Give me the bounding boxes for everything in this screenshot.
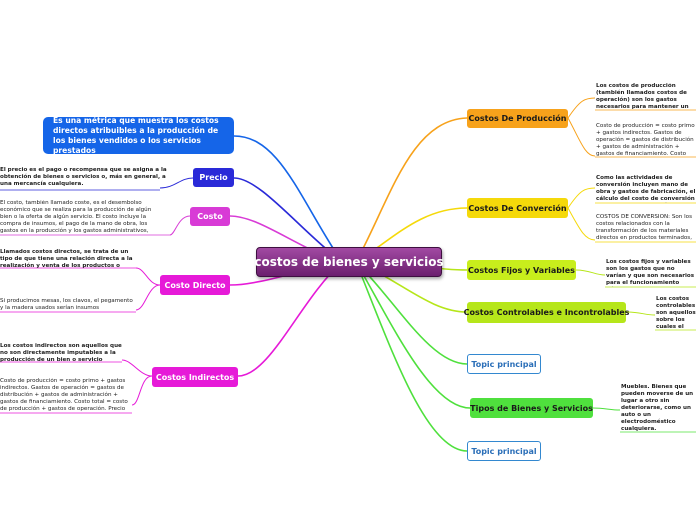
controlables-text-1: Los costos controlables son aquellos sob… bbox=[656, 296, 696, 330]
link-topic1 bbox=[355, 261, 468, 365]
node-costos-indirectos[interactable]: Costos Indirectos bbox=[152, 367, 238, 387]
node-costos-fijos-variables[interactable]: Costos Fijos y Variables bbox=[467, 260, 576, 280]
node-costo[interactable]: Costo bbox=[190, 207, 230, 226]
node-costo-directo[interactable]: Costo Directo bbox=[160, 275, 230, 295]
costo-text-1: El costo, también llamado coste, es el d… bbox=[0, 200, 152, 234]
conversion-text-2: COSTOS DE CONVERSIÓN: Son los costos rel… bbox=[596, 214, 693, 241]
link-indirectos bbox=[237, 261, 343, 377]
directo-text-2: Si producimos mesas, los clavos, el pega… bbox=[0, 298, 133, 311]
precio-text-1: El precio es el pago o recompensa que se… bbox=[0, 167, 167, 187]
link-topic2 bbox=[355, 261, 468, 452]
node-topic-principal-1[interactable]: Topic principal bbox=[467, 354, 541, 374]
node-costos-controlables[interactable]: Costos Controlables e Incontrolables bbox=[464, 302, 629, 323]
link-produccion bbox=[355, 117, 468, 263]
node-precio[interactable]: Precio bbox=[193, 168, 234, 187]
node-costos-produccion[interactable]: Costos De Producción bbox=[467, 109, 568, 128]
directo-text-1: Llamados costos directos, se trata de un… bbox=[0, 249, 133, 269]
node-metrica-definition[interactable]: Es una métrica que muestra los costos di… bbox=[43, 116, 234, 155]
indirectos-text-1: Los costos indirectos son aquellos que n… bbox=[0, 343, 122, 363]
conversion-text-1: Como las actividades de conversión inclu… bbox=[596, 175, 696, 202]
produccion-text-2: Costo de producción = costo primo + gast… bbox=[596, 123, 695, 157]
node-costos-conversion[interactable]: Costos De Converción bbox=[467, 198, 568, 218]
central-topic[interactable]: costos de bienes y servicios bbox=[254, 247, 444, 277]
link-metrica bbox=[233, 135, 343, 263]
link-tipos bbox=[355, 261, 471, 409]
fijos-text-1: Los costos fijos y variables son los gas… bbox=[606, 259, 695, 286]
node-topic-principal-2[interactable]: Topic principal bbox=[467, 441, 541, 461]
node-tipos-bienes-servicios[interactable]: Tipos de Bienes y Servicios bbox=[470, 398, 593, 418]
tipos-text-1: Muebles. Bienes que pueden moverse de un… bbox=[621, 384, 694, 432]
indirectos-text-2: Costo de producción = costo primo + gast… bbox=[0, 378, 128, 412]
produccion-text-1: Los costos de producción (también llamad… bbox=[596, 83, 689, 110]
